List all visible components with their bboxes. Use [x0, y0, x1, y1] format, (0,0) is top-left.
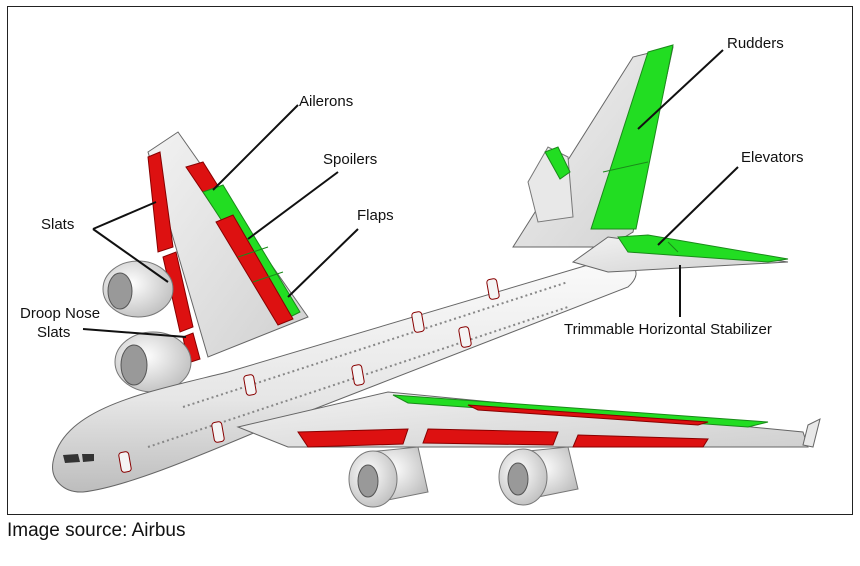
label-droop-nose-slats: Slats [37, 324, 70, 341]
label-flaps: Flaps [357, 207, 394, 224]
near-slat-2 [422, 428, 559, 446]
near-slat-1 [297, 428, 409, 448]
label-spoilers: Spoilers [323, 151, 377, 168]
label-trimmable-stabilizer: Trimmable Horizontal Stabilizer [564, 321, 772, 338]
diagram-frame: Rudders Ailerons Spoilers Slats Flaps El… [7, 6, 853, 515]
label-elevators: Elevators [741, 149, 804, 166]
aircraft-diagram: Rudders Ailerons Spoilers Slats Flaps El… [20, 35, 821, 508]
label-droop-nose: Droop Nose [20, 305, 100, 322]
near-wing [236, 391, 821, 448]
label-slats: Slats [41, 216, 74, 233]
fuselage [52, 260, 637, 493]
label-rudders: Rudders [727, 35, 784, 52]
far-wing [147, 131, 309, 364]
near-slat-3 [572, 434, 709, 448]
label-ailerons: Ailerons [299, 93, 353, 110]
far-horizontal-stabilizer [527, 146, 574, 223]
near-engines [348, 446, 579, 508]
image-source-caption: Image source: Airbus [7, 520, 186, 541]
leader-lines [82, 49, 739, 338]
